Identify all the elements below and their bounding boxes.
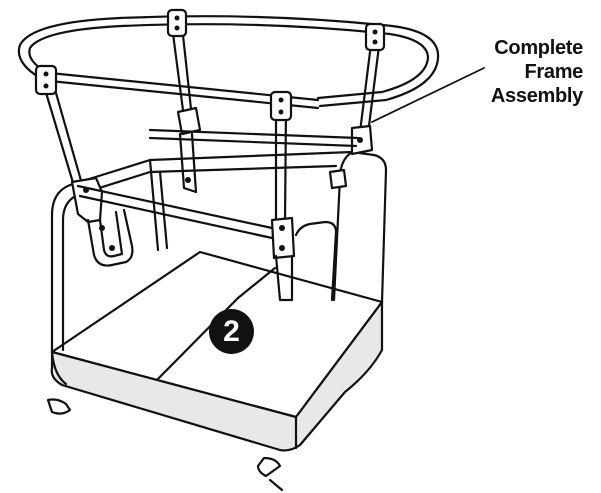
cross-bars: [76, 128, 360, 240]
callout-line-3: Assembly: [490, 85, 583, 107]
back-right-post: [328, 22, 386, 190]
frame-assembly-callout: Complete Frame Assembly: [473, 36, 583, 108]
back-center-post: [166, 8, 202, 194]
step-number-badge: 2: [209, 309, 254, 354]
front-left-post: [34, 64, 134, 267]
front-right-post: [269, 90, 296, 302]
callout-leader-line: [371, 67, 485, 123]
callout-line-2: Frame: [524, 61, 583, 83]
callout-line-1: Complete: [494, 37, 583, 59]
